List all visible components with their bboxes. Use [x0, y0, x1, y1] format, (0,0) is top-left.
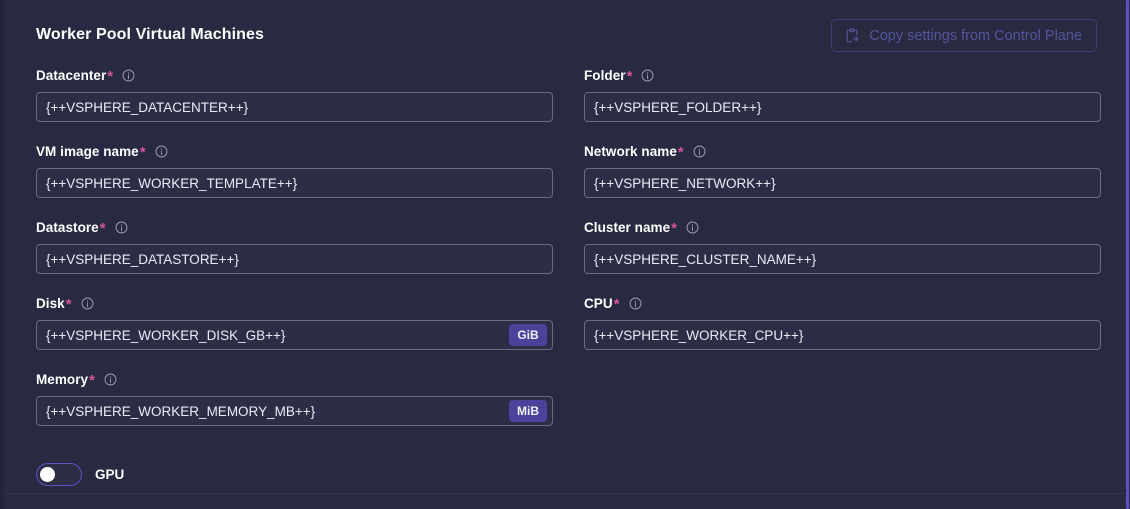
label-disk-text: Disk [36, 295, 65, 311]
required-marker: * [613, 295, 620, 313]
vm-settings-grid: Datacenter * Folder * [36, 64, 1101, 444]
info-circle-icon[interactable] [641, 69, 654, 82]
label-cluster-name: Cluster name * [584, 216, 1101, 238]
input-wrap-cluster-name [584, 244, 1101, 274]
memory-input[interactable] [36, 396, 553, 426]
info-circle-icon[interactable] [115, 221, 128, 234]
vertical-scrollbar[interactable] [1125, 0, 1130, 509]
label-cluster-name-text: Cluster name [584, 219, 671, 235]
info-circle-icon[interactable] [104, 373, 117, 386]
gpu-toggle-label: GPU [95, 467, 125, 482]
worker-pool-vm-card: Worker Pool Virtual Machines Copy settin… [4, 0, 1125, 509]
disk-input[interactable] [36, 320, 553, 350]
cluster-name-input[interactable] [584, 244, 1101, 274]
input-wrap-network-name [584, 168, 1101, 198]
field-datacenter: Datacenter * [36, 64, 553, 140]
info-circle-icon[interactable] [629, 297, 642, 310]
scrollbar-thumb[interactable] [1126, 0, 1129, 509]
input-wrap-folder [584, 92, 1101, 122]
field-folder: Folder * [584, 64, 1101, 140]
field-cpu: CPU * [584, 292, 1101, 368]
field-memory: Memory * MiB [36, 368, 553, 444]
label-folder: Folder * [584, 64, 1101, 86]
info-circle-icon[interactable] [686, 221, 699, 234]
label-datastore: Datastore * [36, 216, 553, 238]
clipboard-export-icon [844, 28, 860, 44]
info-circle-icon[interactable] [693, 145, 706, 158]
info-circle-icon[interactable] [81, 297, 94, 310]
copy-settings-button-label: Copy settings from Control Plane [869, 27, 1082, 44]
required-marker: * [107, 67, 114, 85]
required-marker: * [89, 371, 95, 389]
label-cpu-text: CPU [584, 295, 613, 311]
memory-unit-badge: MiB [509, 400, 547, 422]
required-marker: * [626, 67, 633, 85]
required-marker: * [671, 219, 678, 237]
required-marker: * [677, 143, 684, 161]
input-wrap-disk: GiB [36, 320, 553, 350]
input-wrap-vm-image-name [36, 168, 553, 198]
label-folder-text: Folder [584, 67, 626, 83]
field-datastore: Datastore * [36, 216, 553, 292]
input-wrap-datacenter [36, 92, 553, 122]
label-datacenter-text: Datacenter [36, 67, 107, 83]
label-datacenter: Datacenter * [36, 64, 553, 86]
info-circle-icon[interactable] [155, 145, 168, 158]
page-title: Worker Pool Virtual Machines [36, 26, 265, 43]
gpu-toggle[interactable] [36, 463, 82, 486]
info-circle-icon[interactable] [122, 69, 135, 82]
datastore-input[interactable] [36, 244, 553, 274]
gpu-toggle-row: GPU [36, 463, 124, 486]
label-vm-image-name-text: VM image name [36, 143, 139, 159]
input-wrap-datastore [36, 244, 553, 274]
field-vm-image-name: VM image name * [36, 140, 553, 216]
network-name-input[interactable] [584, 168, 1101, 198]
input-wrap-cpu [584, 320, 1101, 350]
copy-settings-from-control-plane-button[interactable]: Copy settings from Control Plane [831, 19, 1097, 52]
vm-image-name-input[interactable] [36, 168, 553, 198]
input-wrap-memory: MiB [36, 396, 553, 426]
label-network-name: Network name * [584, 140, 1101, 162]
label-disk: Disk * [36, 292, 553, 314]
gpu-toggle-knob [40, 467, 55, 482]
page-left-edge [0, 0, 4, 509]
field-disk: Disk * GiB [36, 292, 553, 368]
label-datastore-text: Datastore [36, 219, 99, 235]
cpu-input[interactable] [584, 320, 1101, 350]
label-network-name-text: Network name [584, 143, 677, 159]
required-marker: * [65, 295, 72, 313]
required-marker: * [139, 143, 146, 161]
field-cluster-name: Cluster name * [584, 216, 1101, 292]
datacenter-input[interactable] [36, 92, 553, 122]
grid-spacer [584, 368, 1101, 444]
label-vm-image-name: VM image name * [36, 140, 553, 162]
required-marker: * [99, 219, 106, 237]
label-cpu: CPU * [584, 292, 1101, 314]
label-memory-text: Memory [36, 371, 89, 387]
folder-input[interactable] [584, 92, 1101, 122]
field-network-name: Network name * [584, 140, 1101, 216]
label-memory: Memory * [36, 368, 553, 390]
footer-divider [4, 493, 1125, 494]
disk-unit-badge: GiB [509, 324, 547, 346]
